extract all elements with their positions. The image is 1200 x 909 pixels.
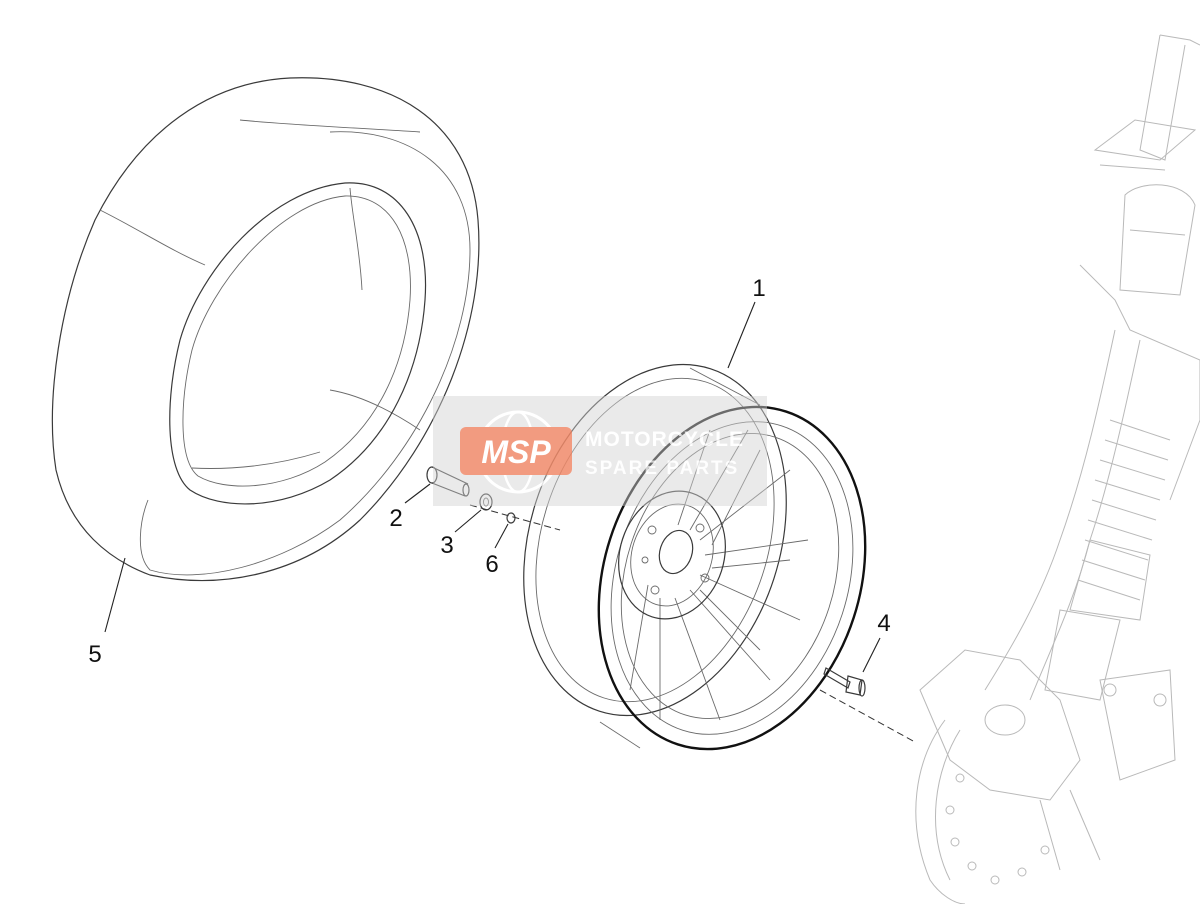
assembly-axis-left <box>469 504 561 531</box>
wheel-rim-part-1[interactable] <box>480 330 907 784</box>
assembly-axis-right <box>819 689 916 743</box>
leader-line-1 <box>727 301 756 369</box>
wheel-spokes <box>629 429 809 721</box>
valve-part-4[interactable] <box>823 667 866 697</box>
bolt-part-2[interactable] <box>426 466 470 497</box>
front-fork-suspension-context <box>915 34 1200 905</box>
leader-line-6 <box>494 523 509 549</box>
leader-line-5 <box>104 557 126 633</box>
callout-6[interactable]: 6 <box>485 551 498 578</box>
leader-line-4 <box>862 637 881 673</box>
callout-4[interactable]: 4 <box>877 610 890 637</box>
watermark-logo-text: MSP <box>481 434 551 470</box>
callout-1[interactable]: 1 <box>752 275 765 302</box>
leader-line-2 <box>404 483 431 504</box>
watermark-logo-badge <box>460 427 572 475</box>
watermark-line1: MOTORCYCLE <box>585 428 744 451</box>
callout-3[interactable]: 3 <box>440 532 453 559</box>
watermark: MSP MOTORCYCLE SPARE PARTS <box>433 396 767 506</box>
tyre-part-5[interactable] <box>51 77 480 582</box>
washer-part-3[interactable] <box>479 493 493 511</box>
watermark-line2: SPARE PARTS <box>585 458 739 479</box>
ring-part-6[interactable] <box>506 512 516 524</box>
leader-line-3 <box>454 509 482 533</box>
callout-5[interactable]: 5 <box>88 641 101 668</box>
callout-2[interactable]: 2 <box>389 505 402 532</box>
